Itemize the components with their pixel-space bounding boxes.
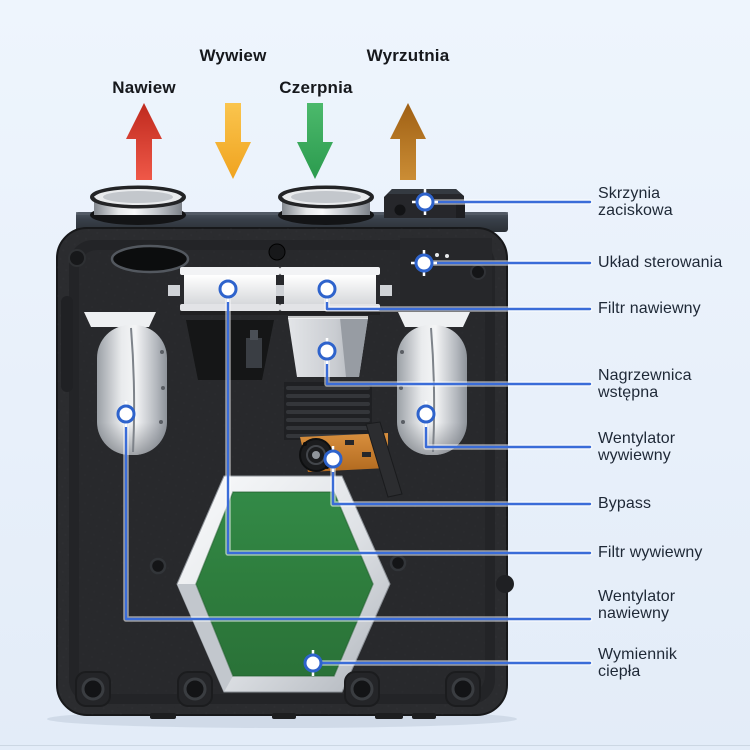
marker-filtr-nawiewny [317,276,337,302]
marker-uklad-sterowania [411,250,437,276]
flow-label-wywiew: Wywiew [199,46,267,65]
ribbed-channel [284,382,372,440]
callout-markers [116,189,438,676]
flow-label-wyrzutnia: Wyrzutnia [366,46,450,65]
fan-exhaust [397,312,470,455]
leader-wentylator-nawiewny [124,420,592,621]
arrow-wywiew [215,103,251,179]
screw-holes [75,554,481,707]
marker-wentylator-nawiewny [116,401,136,427]
leader-wentylator-wywiewny [424,420,592,449]
marker-filtr-wywiewny [218,276,238,302]
marker-wentylator-wywiewny [416,401,436,427]
marker-skrzynia-zaciskowa [412,189,438,215]
flow-arrows [126,103,426,180]
bottom-divider [0,745,750,746]
callout-label-bypass: Bypass [598,495,652,512]
callout-label-filtr-nawiewny: Filtr nawiewny [598,300,701,317]
callout-label-nagrzewnica: Nagrzewnica wstępna [598,367,692,401]
leader-nagrzewnica [325,357,592,386]
arrow-wyrzutnia [390,103,426,180]
callout-label-wymiennik-ciepla: Wymiennik ciepła [598,646,677,680]
control-board [400,238,492,312]
unit-feet [150,713,436,719]
flow-label-nawiew: Nawiew [112,78,176,97]
callout-label-uklad-sterowania: Układ sterowania [598,254,723,271]
callout-label-wentylator-nawiewny: Wentylator nawiewny [598,588,676,622]
arrow-nawiew [126,103,162,180]
fan-supply [84,312,167,455]
callout-label-wentylator-wywiewny: Wentylator wywiewny [598,430,676,464]
callout-label-skrzynia-zaciskowa: Skrzynia zaciskowa [598,185,673,219]
marker-nagrzewnica [317,338,337,364]
marker-wymiennik-ciepla [303,650,323,676]
duct-port-supply [90,185,186,225]
unit-top [76,185,508,232]
heat-exchanger [176,475,391,693]
leader-bypass [331,466,592,506]
callout-label-filtr-wywiewny: Filtr wywiewny [598,544,703,561]
marker-bypass [323,446,343,472]
port-inner-opening [110,244,190,274]
arrow-czerpnia [297,103,333,179]
flow-label-czerpnia: Czerpnia [279,78,353,97]
duct-port-intake [278,185,374,225]
leader-filtr-wywiewny [226,295,592,555]
